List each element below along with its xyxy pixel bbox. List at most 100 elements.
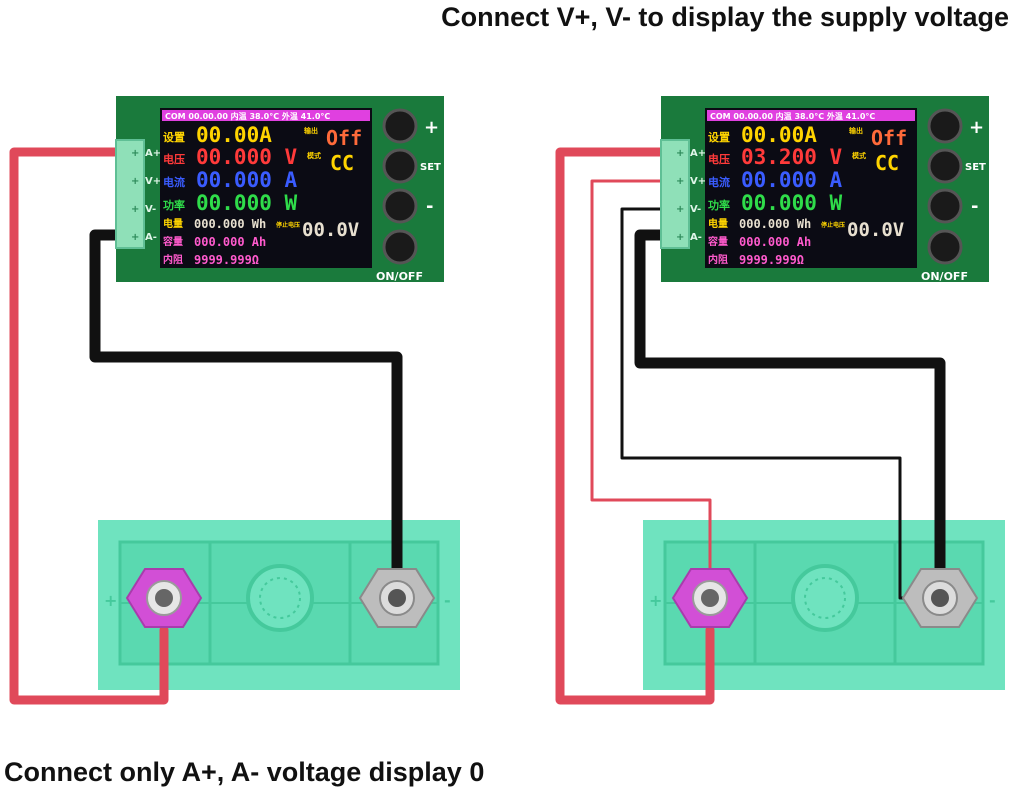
energy-label: 电量 (163, 217, 183, 230)
voltage-reading: 03.200 V (741, 145, 843, 169)
stop-voltage-tag: 停止电压 (821, 221, 845, 229)
current-reading: 00.000 A (196, 168, 298, 192)
bottom-caption: Connect only A+, A- voltage display 0 (4, 757, 485, 787)
svg-text:+: + (131, 148, 139, 159)
power-label: 功率 (708, 198, 730, 212)
output-state: Off (871, 126, 907, 150)
voltage-label: 电压 (708, 152, 730, 166)
terminal-label-v-minus: V- (145, 204, 156, 215)
stop-voltage: 00.0V (302, 219, 359, 241)
resistance-label: 内阻 (163, 253, 183, 266)
set-label: 设置 (163, 130, 185, 144)
power-button-label: ON/OFF (376, 270, 423, 283)
plus-button-label: + (969, 117, 984, 138)
mode-tag: 模式 (307, 151, 321, 160)
energy-label: 电量 (708, 217, 728, 230)
output-tag: 输出 (849, 126, 863, 135)
set-value: 00.00A (741, 123, 817, 147)
power-button[interactable] (927, 229, 963, 265)
capacity-reading: 000.000 Ah (194, 235, 266, 249)
wire-black-a-minus (89, 229, 403, 574)
resistance-reading: 9999.999Ω (194, 253, 259, 267)
status-bar-text: COM 00.00.00 内温 38.0°C 外温 41.0°C (710, 111, 875, 121)
stop-voltage-tag: 停止电压 (276, 221, 300, 229)
output-tag: 输出 (304, 126, 318, 135)
power-reading: 00.000 W (741, 191, 843, 215)
terminal-label-a-minus: A- (145, 232, 157, 243)
wire-red-a-plus (555, 147, 715, 705)
positive-terminal (125, 568, 203, 628)
status-bar (707, 110, 915, 121)
set-button-label: SET (420, 162, 441, 173)
wire-black-a-minus (634, 229, 946, 574)
svg-text:+: + (676, 176, 684, 187)
plus-button-label: + (424, 117, 439, 138)
minus-button-label: - (426, 196, 433, 217)
energy-reading: 000.000 Wh (194, 217, 266, 231)
load-module-left: + A+ + V+ + V- + A- COM 00.00.00 内温 38.0°C 外… (115, 96, 444, 283)
terminal-label-a-plus: A+ (145, 148, 161, 159)
status-bar-text: COM 00.00.00 内温 38.0°C 外温 41.0°C (165, 111, 330, 121)
svg-text:+: + (676, 204, 684, 215)
svg-text:+: + (676, 232, 684, 243)
stop-voltage: 00.0V (847, 219, 904, 241)
capacity-label: 容量 (162, 235, 183, 248)
voltage-label: 电压 (163, 152, 185, 166)
status-bar (162, 110, 370, 121)
positive-terminal (671, 568, 749, 628)
power-reading: 00.000 W (196, 191, 298, 215)
svg-text:+: + (131, 176, 139, 187)
mode-value: CC (875, 151, 899, 175)
terminal-label-a-plus: A+ (690, 148, 706, 159)
minus-button-label: - (971, 196, 978, 217)
negative-terminal (901, 568, 979, 628)
power-label: 功率 (163, 198, 185, 212)
battery-minus-mark: - (989, 591, 996, 610)
lcd-screen (160, 108, 372, 268)
battery-minus-mark: - (444, 591, 451, 610)
negative-terminal (358, 568, 436, 628)
set-label: 设置 (708, 130, 730, 144)
current-label: 电流 (708, 175, 730, 189)
output-state: Off (326, 126, 362, 150)
current-reading: 00.000 A (741, 168, 843, 192)
energy-reading: 000.000 Wh (739, 217, 811, 231)
vent-icon (246, 564, 314, 632)
resistance-label: 内阻 (708, 253, 728, 266)
current-label: 电流 (163, 175, 185, 189)
battery-plus-mark: + (104, 591, 117, 610)
plus-button[interactable] (927, 108, 963, 144)
voltage-reading: 00.000 V (196, 145, 298, 169)
lcd-screen (705, 108, 917, 268)
minus-button[interactable] (382, 188, 418, 224)
terminal-label-v-minus: V- (690, 204, 701, 215)
plus-button[interactable] (382, 108, 418, 144)
mode-value: CC (330, 151, 354, 175)
left-setup: + - + A+ + V+ + V- + A- (9, 96, 460, 705)
resistance-reading: 9999.999Ω (739, 253, 804, 267)
top-caption: Connect V+, V- to display the supply vol… (441, 2, 1009, 32)
svg-text:+: + (676, 148, 684, 159)
terminal-block (660, 139, 690, 249)
terminal-label-a-minus: A- (690, 232, 702, 243)
wire-red-v-plus (590, 179, 712, 570)
svg-text:+: + (131, 232, 139, 243)
minus-button[interactable] (927, 188, 963, 224)
battery-plus-mark: + (649, 591, 662, 610)
right-setup: + - + A+ + V+ + V- + A- (555, 96, 1005, 705)
set-button[interactable] (382, 148, 418, 184)
set-button[interactable] (927, 148, 963, 184)
power-button-label: ON/OFF (921, 270, 968, 283)
mode-tag: 模式 (852, 151, 866, 160)
load-module-right: + A+ + V+ + V- + A- COM 00.00.00 内温 38.0°C 外… (660, 96, 989, 283)
terminal-block (115, 139, 145, 249)
terminal-label-v-plus: V+ (690, 176, 706, 187)
capacity-label: 容量 (707, 235, 728, 248)
power-button[interactable] (382, 229, 418, 265)
set-value: 00.00A (196, 123, 272, 147)
svg-text:+: + (131, 204, 139, 215)
wire-red-a-plus (9, 147, 169, 705)
capacity-reading: 000.000 Ah (739, 235, 811, 249)
terminal-label-v-plus: V+ (145, 176, 161, 187)
